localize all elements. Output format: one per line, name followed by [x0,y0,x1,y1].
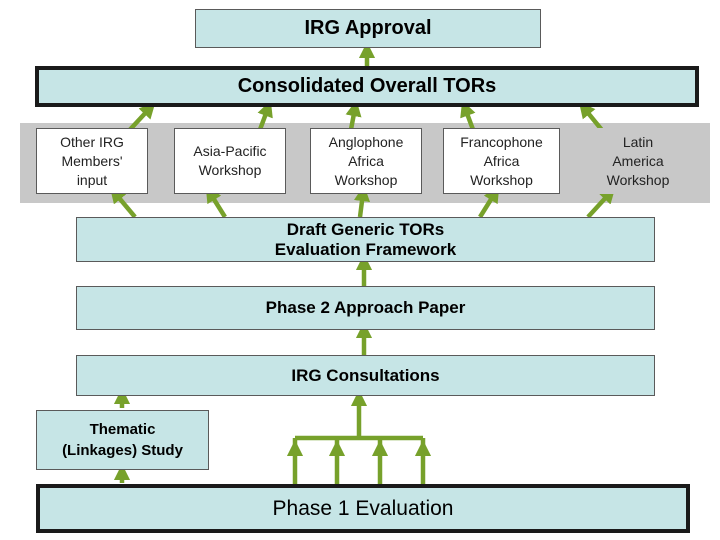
irg-approval-box: IRG Approval [195,9,541,48]
thematic-study-box: Thematic (Linkages) Study [36,410,209,470]
input-box-asia-pacific: Asia-Pacific Workshop [174,128,286,194]
consolidated-tors-label: Consolidated Overall TORs [237,75,497,97]
consolidated-tors-box: Consolidated Overall TORs [35,66,699,107]
draft-line-1: Draft Generic TORs [286,219,445,239]
phase2-label: Phase 2 Approach Paper [265,298,466,317]
phase2-approach-paper-box: Phase 2 Approach Paper [76,286,655,330]
phase1-label: Phase 1 Evaluation [272,496,454,520]
arrow-draft-to-input-3 [353,184,371,218]
input-box-francophone-africa: Francophone Africa Workshop [443,128,560,194]
thematic-line-2: (Linkages) Study [62,442,183,459]
thematic-line-1: Thematic [89,421,156,438]
irg-consultations-box: IRG Consultations [76,355,655,396]
consultations-label: IRG Consultations [291,365,440,385]
input-label-latin-america: Latin America Workshop [606,133,670,188]
irg-approval-label: IRG Approval [304,17,432,39]
arrow-draft-to-input-2 [205,186,227,219]
input-label-francophone-africa: Francophone Africa Workshop [460,133,543,188]
input-label-anglophone-africa: Anglophone Africa Workshop [328,133,404,188]
arrow-draft-to-input-5 [586,187,616,219]
draft-line-2: Evaluation Framework [274,239,457,259]
arrow-draft-to-input-4 [478,186,500,219]
input-label-other-irg: Other IRG Members' input [60,133,124,188]
input-box-anglophone-africa: Anglophone Africa Workshop [310,128,422,194]
input-label-asia-pacific: Asia-Pacific Workshop [193,143,267,178]
phase1-evaluation-box: Phase 1 Evaluation [36,484,690,533]
input-box-latin-america: Latin America Workshop [584,128,692,194]
input-box-other-irg: Other IRG Members' input [36,128,148,194]
draft-generic-tors-box: Draft Generic TORs Evaluation Framework [76,217,655,262]
arrow-draft-to-input-1 [109,186,137,219]
